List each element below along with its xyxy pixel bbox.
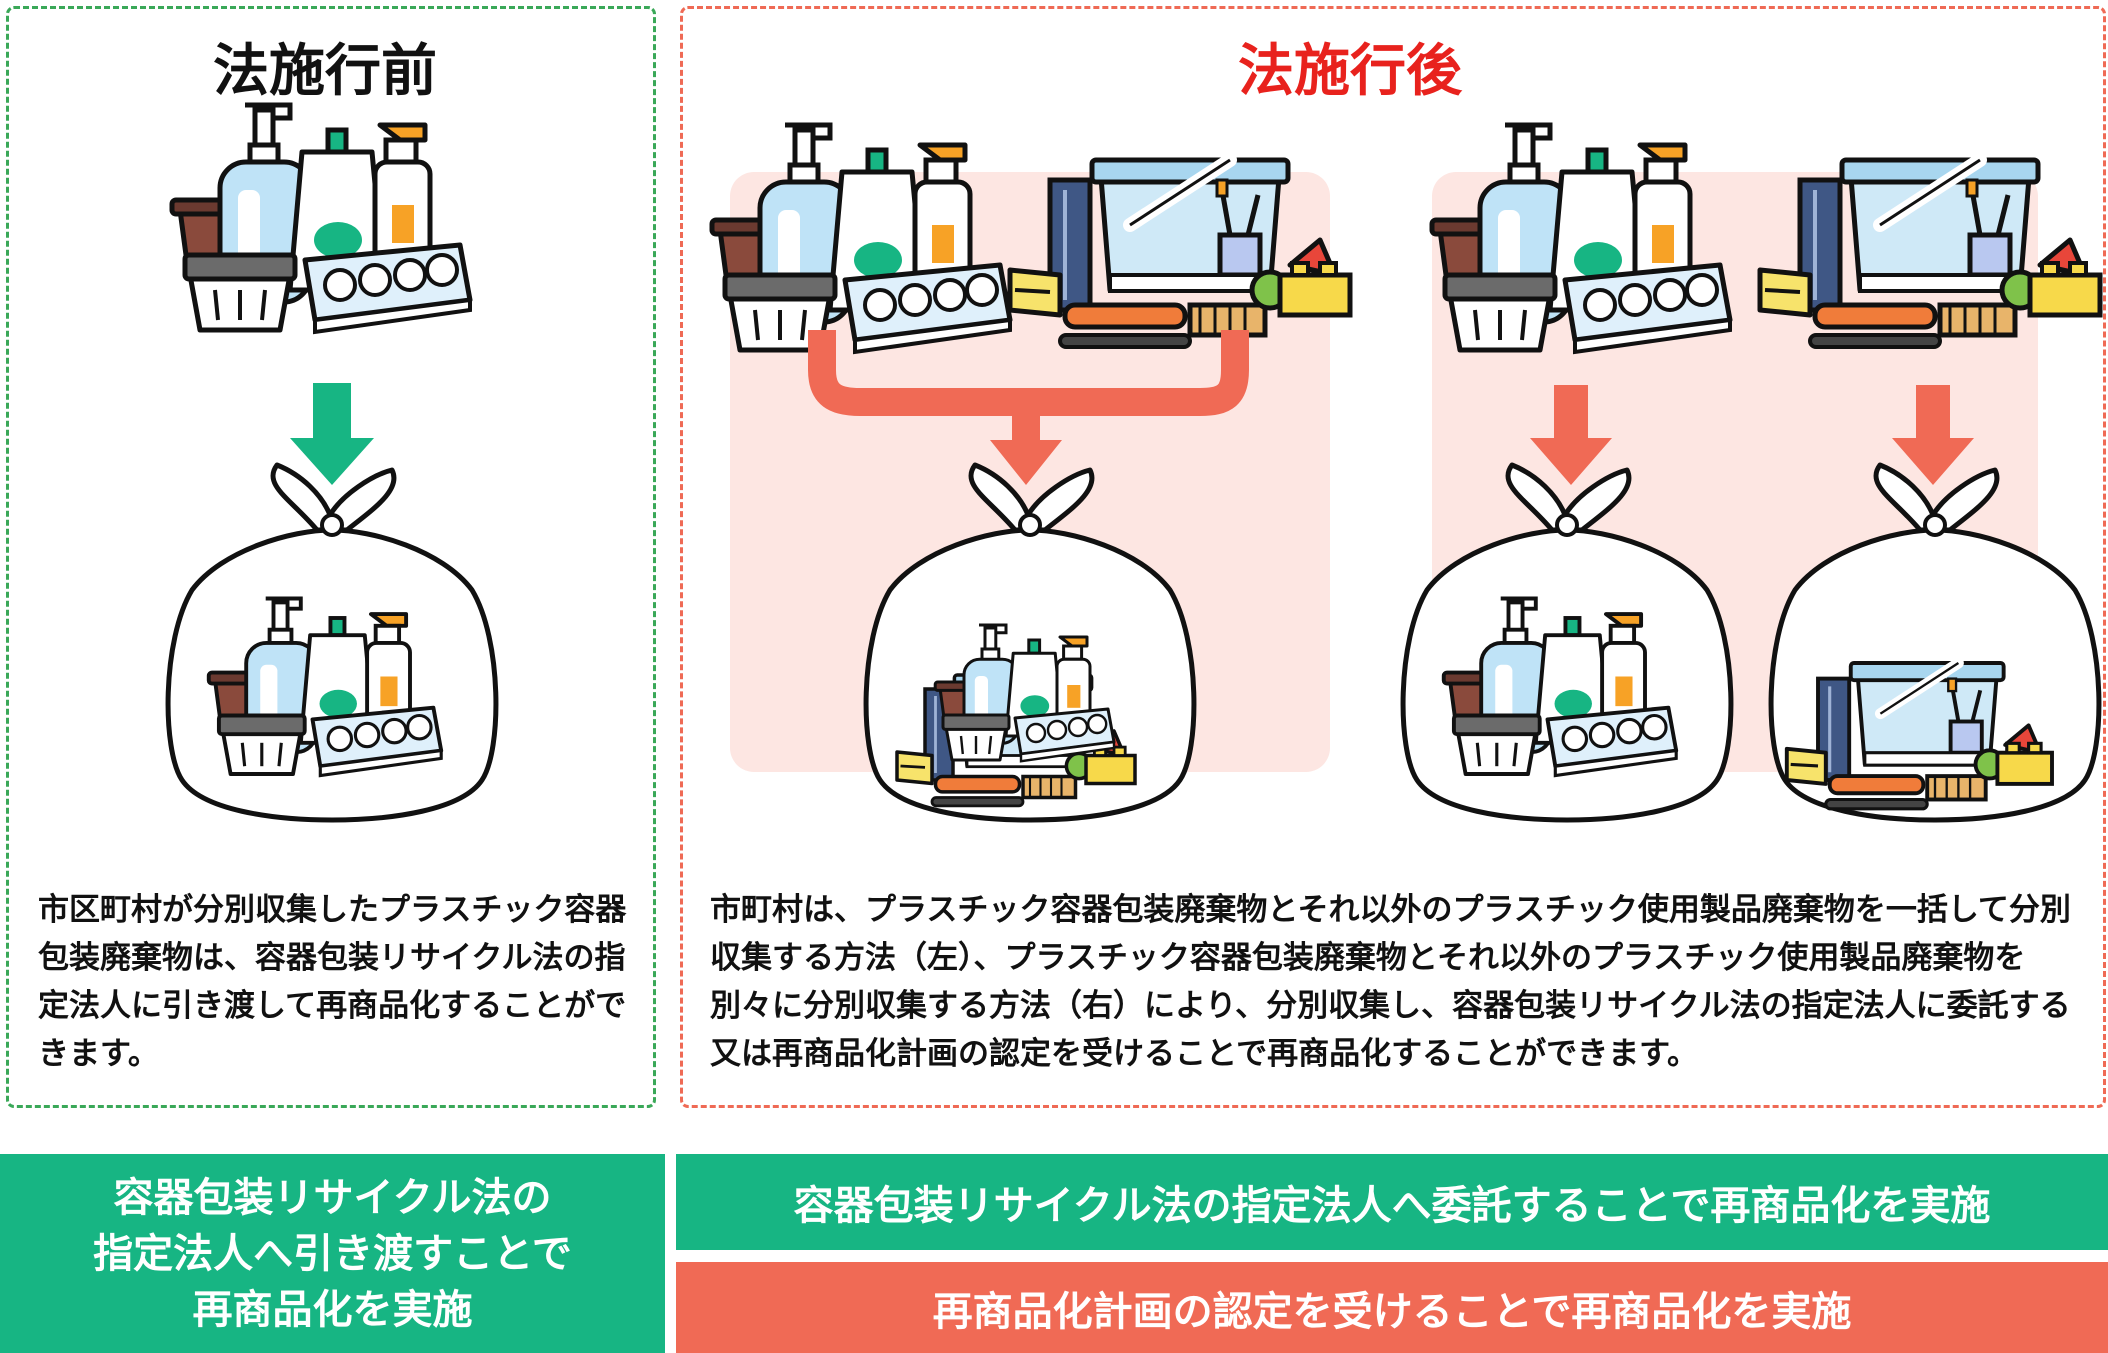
before-down-arrow-icon [290, 383, 374, 485]
handover-banner-line3: 再商品化を実施 [192, 1286, 473, 1333]
handover-banner-line2: 指定法人へ引き渡すことで [93, 1230, 572, 1277]
separate-left-arrow-icon [1530, 385, 1612, 485]
after-description: 市町村は、プラスチック容器包装廃棄物とそれ以外のプラスチック使用製品廃棄物を一括… [710, 892, 2071, 1072]
consignment-banner: 容器包装リサイクル法の指定法人へ委託することで再商品化を実施 [676, 1154, 2108, 1250]
before-bag-icon [168, 465, 496, 820]
separate-containers-icon [1432, 125, 1730, 352]
before-law-title: 法施行前 [213, 39, 437, 104]
separate-left-bag-icon [1403, 465, 1731, 820]
handover-banner-line1: 容器包装リサイクル法の [113, 1174, 552, 1221]
combined-down-arrow-icon [990, 402, 1062, 485]
combined-bag-icon [866, 465, 1194, 820]
after-law-panel [680, 6, 2106, 1108]
separate-right-bag-icon [1771, 465, 2099, 820]
combined-products-icon [1010, 160, 1350, 347]
after-law-title: 法施行後 [1238, 39, 1462, 104]
certification-banner: 再商品化計画の認定を受けることで再商品化を実施 [676, 1262, 2108, 1353]
handover-banner: 容器包装リサイクル法の 指定法人へ引き渡すことで 再商品化を実施 [0, 1154, 665, 1353]
before-law-panel [6, 6, 656, 1108]
before-containers-icon [172, 105, 470, 332]
before-description: 市区町村が分別収集したプラスチック容器包装廃棄物は、容器包装リサイクル法の指定法… [38, 892, 627, 1072]
separate-products-icon [1760, 160, 2100, 347]
combined-containers-icon [712, 125, 1010, 352]
separate-right-arrow-icon [1892, 385, 1974, 485]
merge-connector [808, 330, 1249, 416]
